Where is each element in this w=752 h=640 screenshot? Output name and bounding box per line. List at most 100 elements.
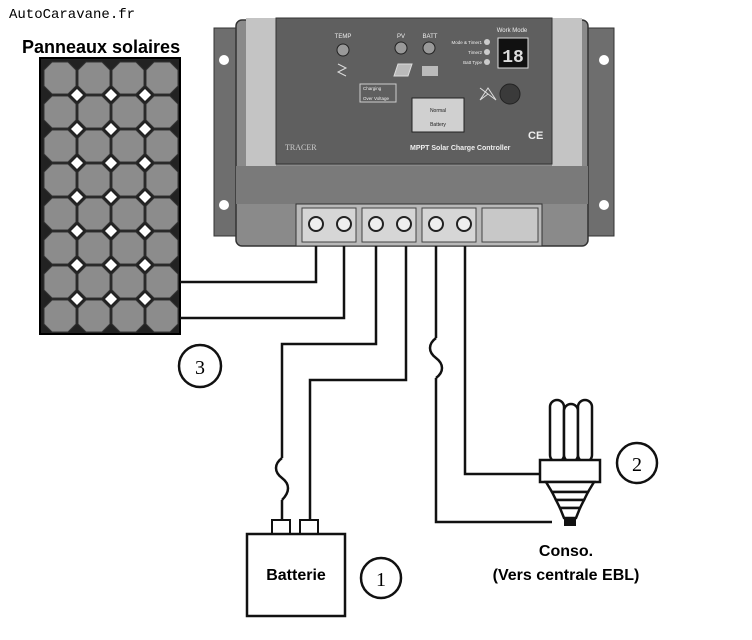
solar-cell: [111, 265, 145, 299]
solar-cell: [77, 95, 111, 129]
load-label-2: (Vers centrale EBL): [493, 567, 640, 584]
solar-cell: [111, 231, 145, 265]
temp-led-icon: [336, 43, 350, 57]
cell-gap: [105, 123, 117, 135]
terminal-screw-icon: [428, 216, 444, 232]
terminal-screw-icon: [336, 216, 352, 232]
fuses: [274, 337, 444, 501]
cell-gap: [71, 293, 83, 305]
mode-item-2: Timer2: [468, 50, 482, 55]
solar-cells: [43, 61, 179, 333]
mode-item-1: Mode & Timer1: [451, 40, 482, 45]
cell-gap: [105, 293, 117, 305]
seven-segment-display: [497, 37, 529, 69]
ce-mark: CE: [528, 130, 543, 142]
solar-cell: [145, 197, 179, 231]
pv-led-icon: [394, 41, 408, 55]
battery-small-icon: [422, 66, 438, 76]
battery-label: Batterie: [266, 567, 326, 584]
terminal-screw-icon: [456, 216, 472, 232]
solar-cell: [111, 61, 145, 95]
temp-label: TEMP: [335, 34, 352, 40]
cell-gap: [105, 191, 117, 203]
pv-panel-icon: [393, 63, 413, 77]
solar-cell: [145, 163, 179, 197]
solar-panel-title: Panneaux solaires: [22, 37, 181, 57]
batt-label: BATT: [423, 34, 438, 40]
cell-gap: [71, 123, 83, 135]
load-fuse-icon: [428, 337, 444, 379]
solar-cell: [111, 163, 145, 197]
charge-controller: TEMP PV BATT Work Mode Mode & Timer1 Tim…: [213, 17, 615, 247]
terminal-screws: [308, 216, 472, 232]
load-wire-b: [463, 246, 546, 476]
cell-gap: [71, 259, 83, 271]
callout-2: 2: [632, 454, 642, 476]
terminal-screw-icon: [368, 216, 384, 232]
cell-gap: [71, 191, 83, 203]
solar-cell: [145, 129, 179, 163]
normal-label: Normal: [430, 108, 446, 114]
solar-cell: [77, 129, 111, 163]
cell-gap: [139, 191, 151, 203]
pv-label: PV: [397, 34, 405, 40]
solar-cell: [43, 95, 77, 129]
solar-cell: [77, 231, 111, 265]
watermark: AutoCaravane.fr: [9, 7, 136, 23]
cell-gap: [105, 225, 117, 237]
battery-status-box: [411, 97, 465, 133]
battery-fuse-icon: [274, 457, 290, 501]
cell-gap: [71, 157, 83, 169]
callout-circle-2: [615, 441, 659, 485]
cell-gap: [105, 89, 117, 101]
over-voltage-label: Over Voltage: [363, 96, 390, 101]
cell-gap: [71, 225, 83, 237]
solar-cell: [145, 95, 179, 129]
load-icon: [479, 87, 497, 101]
callout-1: 1: [376, 569, 386, 591]
terminal-screw-icon: [396, 216, 412, 232]
solar-cell: [77, 163, 111, 197]
solar-cell: [145, 265, 179, 299]
solar-cell: [111, 197, 145, 231]
display-value: 18: [502, 48, 524, 68]
solar-cell: [43, 163, 77, 197]
battery-wire-b: [308, 246, 408, 522]
brand-label: TRACER: [285, 143, 317, 152]
solar-cell: [77, 265, 111, 299]
charging-label: Charging: [363, 86, 382, 91]
solar-cell: [43, 231, 77, 265]
load-label-1: Conso.: [539, 543, 593, 560]
battery-wire-a: [280, 246, 378, 458]
solar-cell: [43, 129, 77, 163]
solar-cell: [111, 95, 145, 129]
mode-item-3: Batt Type: [463, 60, 482, 65]
wires: [180, 246, 552, 524]
batt-led-icon: [422, 41, 436, 55]
solar-cell: [43, 299, 77, 333]
solar-cell: [43, 197, 77, 231]
cell-gap: [105, 157, 117, 169]
battery: Batterie: [245, 519, 347, 618]
solar-cell: [43, 61, 77, 95]
cell-gap: [139, 123, 151, 135]
cell-gap: [139, 89, 151, 101]
solar-cell: [145, 61, 179, 95]
lamp-icon: [538, 398, 602, 526]
cell-gap: [139, 259, 151, 271]
thermometer-icon: [336, 63, 348, 77]
cell-gap: [71, 89, 83, 101]
battery-status-label: Battery: [430, 122, 446, 128]
panel-wire-negative: [180, 246, 346, 320]
solar-cell: [77, 197, 111, 231]
cell-gap: [105, 259, 117, 271]
callout-3: 3: [195, 357, 205, 379]
cell-gap: [139, 293, 151, 305]
terminal-screw-icon: [308, 216, 324, 232]
solar-cell: [145, 299, 179, 333]
solar-cell: [77, 61, 111, 95]
solar-cell: [111, 299, 145, 333]
callout-circle-3: [177, 343, 223, 389]
callout-circle-1: [359, 556, 403, 600]
